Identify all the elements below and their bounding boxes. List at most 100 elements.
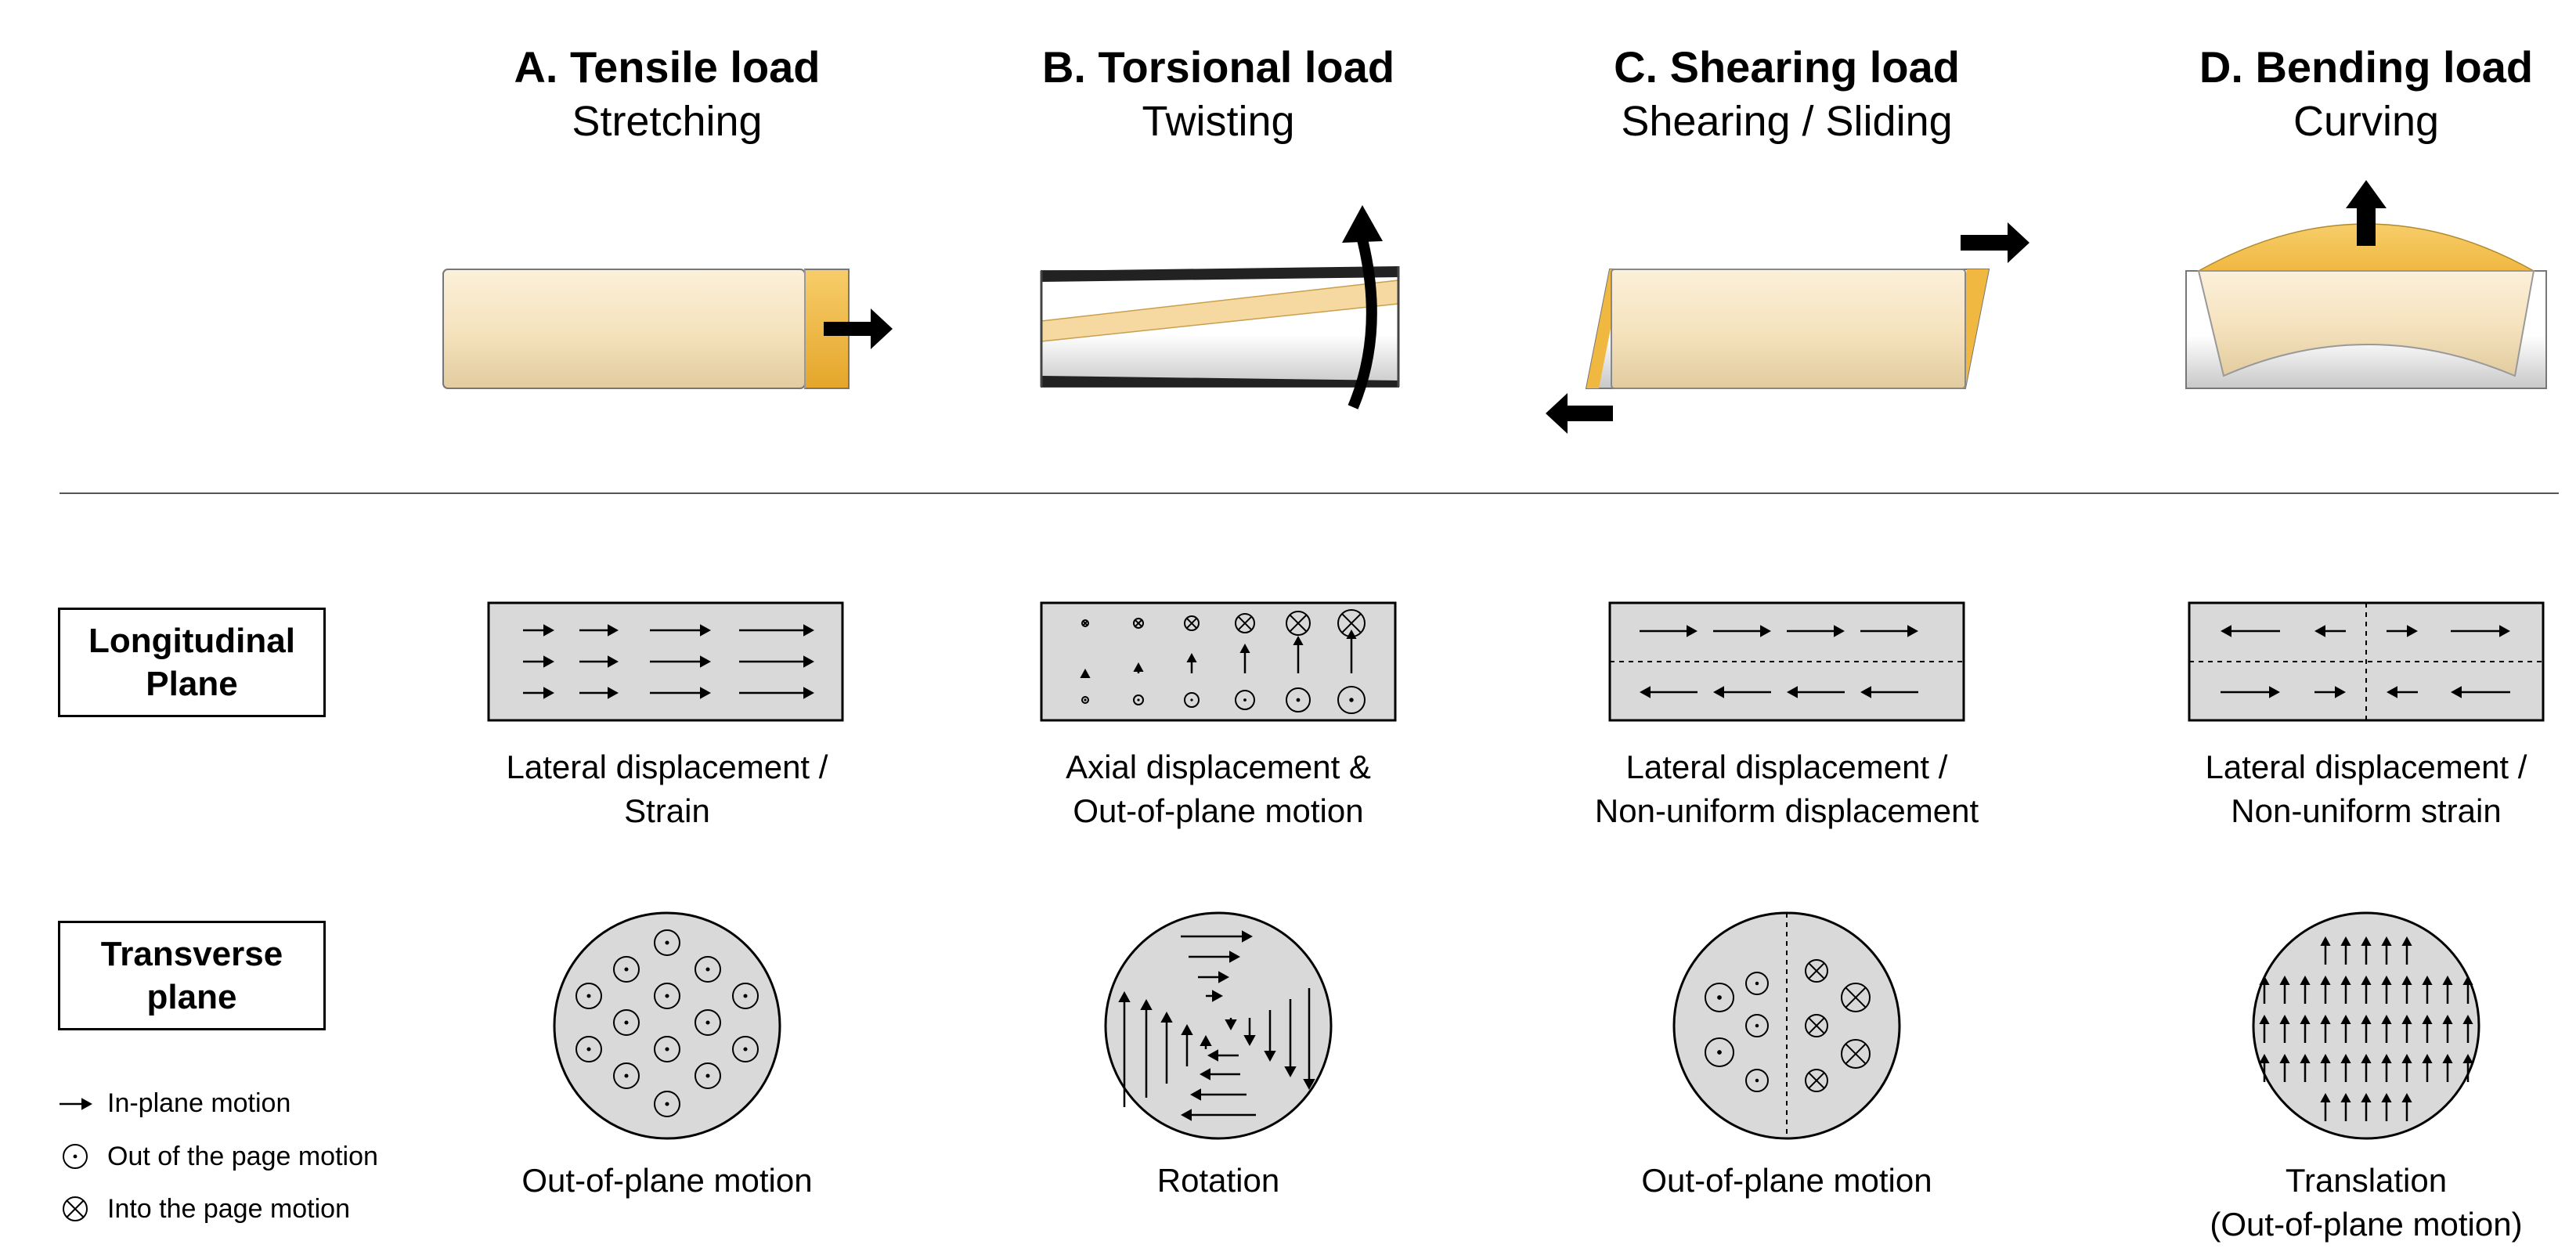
longitudinal-panel-tensile xyxy=(487,601,844,722)
motion-arrow xyxy=(2442,1054,2453,1082)
out-of-page-symbol xyxy=(1745,1014,1769,1037)
transverse-disc-torsional xyxy=(1104,911,1333,1140)
motion-arrow xyxy=(2300,1054,2311,1082)
column-b-title: B. Torsional load Twisting xyxy=(944,45,1492,145)
into-page-symbol xyxy=(1133,618,1144,629)
motion-arrow xyxy=(1190,1088,1247,1101)
transverse-label-line2: plane xyxy=(146,978,237,1016)
out-of-page-symbol xyxy=(613,1062,640,1089)
column-d-title: D. Bending load Curving xyxy=(2092,42,2576,143)
motion-arrow xyxy=(2422,976,2433,1004)
motion-arrow xyxy=(1225,1018,1237,1030)
motion-arrow xyxy=(1140,999,1153,1098)
motion-arrow xyxy=(2221,625,2280,637)
motion-arrow xyxy=(1264,1010,1276,1062)
motion-arrow xyxy=(2381,1054,2392,1082)
motion-arrow xyxy=(1080,669,1091,678)
motion-arrow xyxy=(2361,1093,2372,1121)
transverse-label-line1: Transverse xyxy=(100,935,283,973)
transverse-disc-bending xyxy=(2252,911,2480,1140)
into-page-symbol xyxy=(1841,983,1871,1012)
into-page-symbol xyxy=(1805,1069,1828,1092)
motion-arrow xyxy=(2320,1054,2331,1082)
caption-long-a: Lateral displacement /Strain xyxy=(506,749,828,829)
into-page-symbol xyxy=(1184,615,1200,631)
motion-arrow xyxy=(579,624,619,637)
legend-into-page-label: Into the page motion xyxy=(107,1194,351,1224)
tensile-cylinder xyxy=(442,269,893,389)
longitudinal-panel-torsional xyxy=(1040,601,1397,722)
legend-out-of-page-label: Out of the page motion xyxy=(107,1142,378,1171)
out-of-page-symbol xyxy=(695,1062,721,1089)
column-a-load-name: A. Tensile load xyxy=(514,42,821,92)
motion-arrow xyxy=(1118,991,1131,1107)
motion-arrow xyxy=(1181,1024,1193,1066)
motion-arrow xyxy=(2387,686,2418,698)
motion-arrow xyxy=(1284,999,1297,1077)
caption-trans-a: Out-of-plane motion xyxy=(521,1162,813,1199)
motion-arrow xyxy=(2451,686,2510,698)
into-page-symbol xyxy=(1805,959,1828,983)
motion-arrow xyxy=(2340,1015,2351,1043)
torsional-cylinder xyxy=(1040,205,1400,409)
motion-arrow xyxy=(2320,936,2331,965)
out-of-page-symbol xyxy=(1133,694,1144,705)
legend-in-plane-label: In-plane motion xyxy=(107,1088,291,1118)
motion-arrow xyxy=(2401,1015,2412,1043)
motion-arrow xyxy=(1346,630,1357,673)
caption-trans-c: Out-of-plane motion xyxy=(1641,1162,1932,1199)
motion-arrow xyxy=(1243,1018,1256,1046)
column-c-load-name: C. Shearing load xyxy=(1614,42,1960,92)
longitudinal-label-line2: Plane xyxy=(146,665,238,703)
motion-arrow xyxy=(2451,625,2510,637)
motion-arrow xyxy=(1787,625,1845,637)
motion-arrow xyxy=(2340,1054,2351,1082)
caption-trans-b: Rotation xyxy=(1156,1162,1280,1199)
motion-arrow xyxy=(650,624,711,637)
shear-force-arrow-top xyxy=(1961,222,2029,263)
shearing-cylinder xyxy=(1546,222,2029,434)
motion-arrow xyxy=(1713,686,1771,698)
motion-arrow xyxy=(2279,1054,2290,1082)
column-c-title: C. Shearing load Shearing / Sliding xyxy=(1513,42,2061,143)
out-of-page-symbol xyxy=(1235,690,1255,710)
out-of-page-symbol xyxy=(654,1091,680,1117)
torsion-force-arrow xyxy=(1348,232,1377,409)
motion-arrow xyxy=(2401,1093,2412,1121)
motion-arrow xyxy=(2361,1054,2372,1082)
motion-arrow xyxy=(2320,1093,2331,1121)
into-page-symbol xyxy=(1841,1039,1871,1069)
motion-arrow xyxy=(2401,976,2412,1004)
out-of-page-symbol xyxy=(654,983,680,1009)
motion-arrow xyxy=(2340,936,2351,965)
motion-arrow xyxy=(2387,625,2418,637)
longitudinal-label-line1: Longitudinal xyxy=(88,622,295,660)
out-of-page-symbol xyxy=(63,1144,88,1169)
motion-arrow xyxy=(739,655,814,668)
into-page-symbol xyxy=(1081,619,1089,627)
column-d-load-name: D. Bending load xyxy=(2199,42,2534,92)
motion-arrow xyxy=(739,624,814,637)
motion-arrow xyxy=(2381,936,2392,965)
motion-arrow xyxy=(1860,625,1918,637)
motion-arrow xyxy=(2462,1015,2473,1043)
motion-arrow xyxy=(2401,936,2412,965)
motion-arrow xyxy=(1189,951,1240,963)
into-page-symbol xyxy=(1805,1014,1828,1037)
column-b-motion-name: Twisting xyxy=(1142,98,1295,145)
column-a-title: A. Tensile load Stretching xyxy=(393,42,941,143)
motion-arrow xyxy=(1160,1012,1173,1084)
motion-arrow xyxy=(1181,1109,1256,1121)
motion-arrow xyxy=(579,687,619,699)
out-of-page-symbol xyxy=(1745,1069,1769,1092)
motion-arrow xyxy=(2320,976,2331,1004)
motion-arrow xyxy=(1181,930,1253,943)
motion-arrow xyxy=(2442,976,2453,1004)
into-page-symbol xyxy=(1235,613,1255,633)
motion-arrow xyxy=(1303,988,1315,1090)
motion-arrow xyxy=(2381,1093,2392,1121)
motion-arrow xyxy=(523,687,554,699)
motion-arrow xyxy=(2422,1015,2433,1043)
out-of-page-symbol xyxy=(1337,686,1366,714)
